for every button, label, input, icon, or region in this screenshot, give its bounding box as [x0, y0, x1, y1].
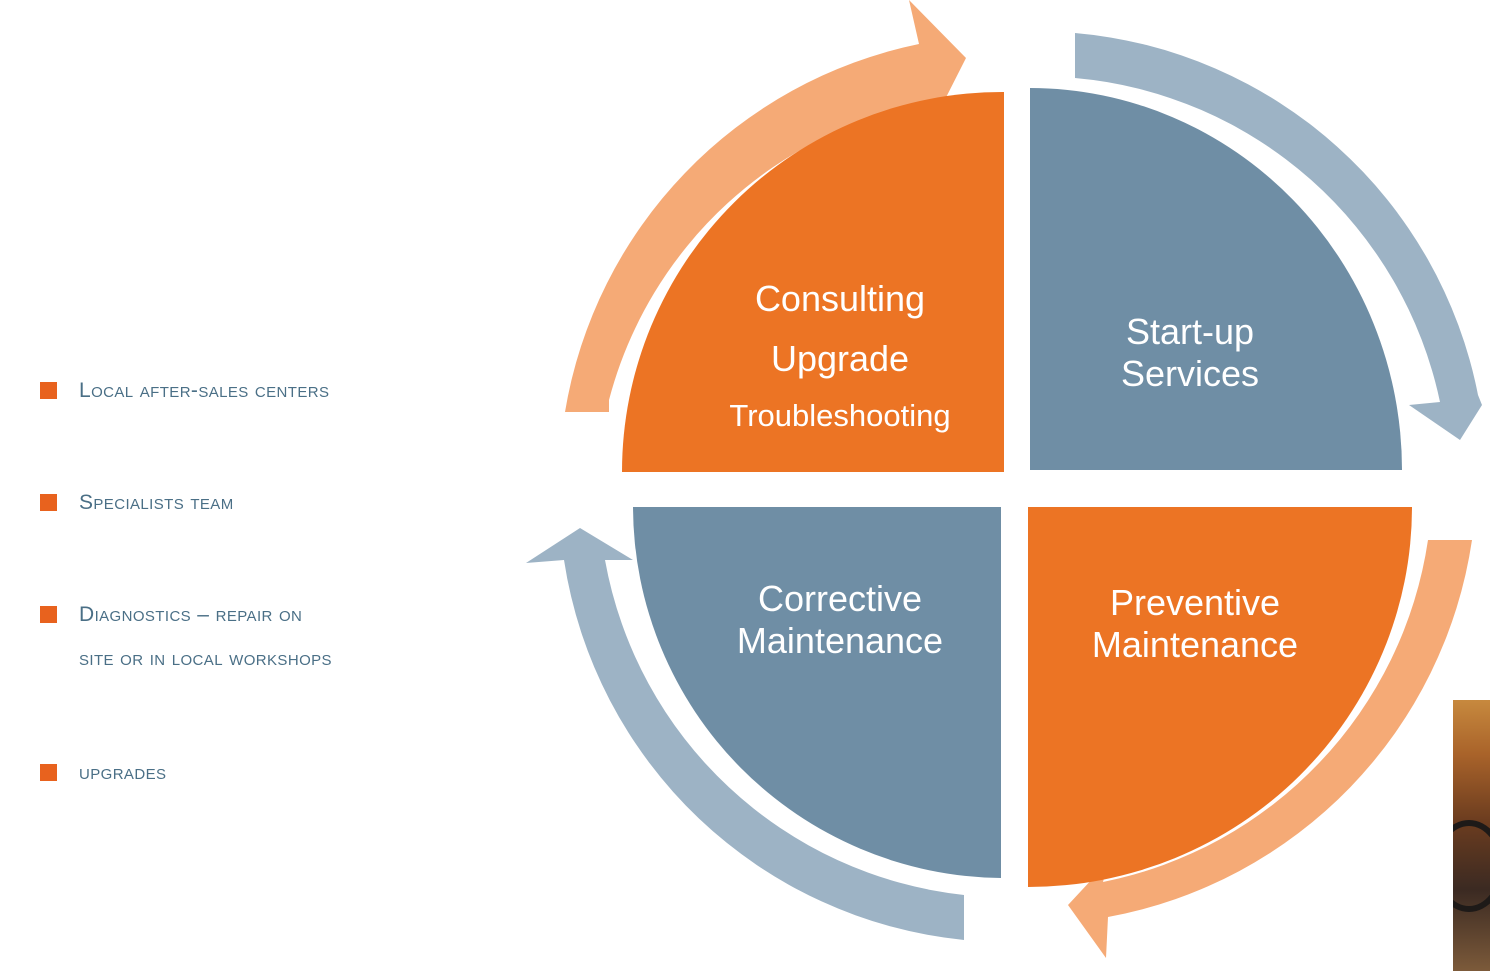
bullet-item: Specialists team	[40, 488, 234, 518]
bullet-square-icon	[40, 382, 57, 399]
label-troubleshooting: Troubleshooting	[729, 398, 951, 433]
bullet-item: Local after-sales centers	[40, 376, 329, 406]
label-corrective-maintenance: Maintenance	[736, 620, 944, 661]
quadrant-startup	[1030, 88, 1402, 470]
label-consulting: Consulting	[754, 278, 926, 319]
label-services: Services	[1120, 353, 1260, 394]
bullet-square-icon	[40, 494, 57, 511]
label-start-up: Start-up	[1125, 311, 1255, 352]
arrow-top-left	[565, 0, 966, 412]
bullet-text: Diagnostics – repair on	[79, 603, 303, 626]
label-preventive: Preventive	[1109, 582, 1281, 623]
bullet-text: upgrades	[79, 761, 167, 784]
label-preventive-maintenance: Maintenance	[1091, 624, 1299, 665]
bullet-item: Diagnostics – repair on site or in local…	[40, 600, 332, 674]
quadrant-corrective	[633, 507, 1001, 878]
bullet-item: upgrades	[40, 758, 166, 788]
bullet-text: Specialists team	[79, 491, 234, 514]
arrow-bottom-left	[526, 528, 964, 940]
quadrant-consulting	[622, 91, 1004, 472]
bullet-text-block: Diagnostics – repair on site or in local…	[57, 600, 332, 674]
bullet-text-continued: site or in local workshops	[79, 647, 332, 670]
quadrant-preventive	[1028, 507, 1412, 887]
bullet-list: Local after-sales centers Specialists te…	[0, 0, 600, 971]
arrow-bottom-right	[1068, 540, 1472, 958]
equipment-photo	[1453, 700, 1490, 971]
label-upgrade: Upgrade	[770, 338, 910, 379]
bullet-square-icon	[40, 606, 57, 623]
bullet-text: Local after-sales centers	[79, 379, 330, 402]
arrow-top-right	[1075, 33, 1482, 440]
label-corrective: Corrective	[757, 578, 923, 619]
bullet-square-icon	[40, 764, 57, 781]
